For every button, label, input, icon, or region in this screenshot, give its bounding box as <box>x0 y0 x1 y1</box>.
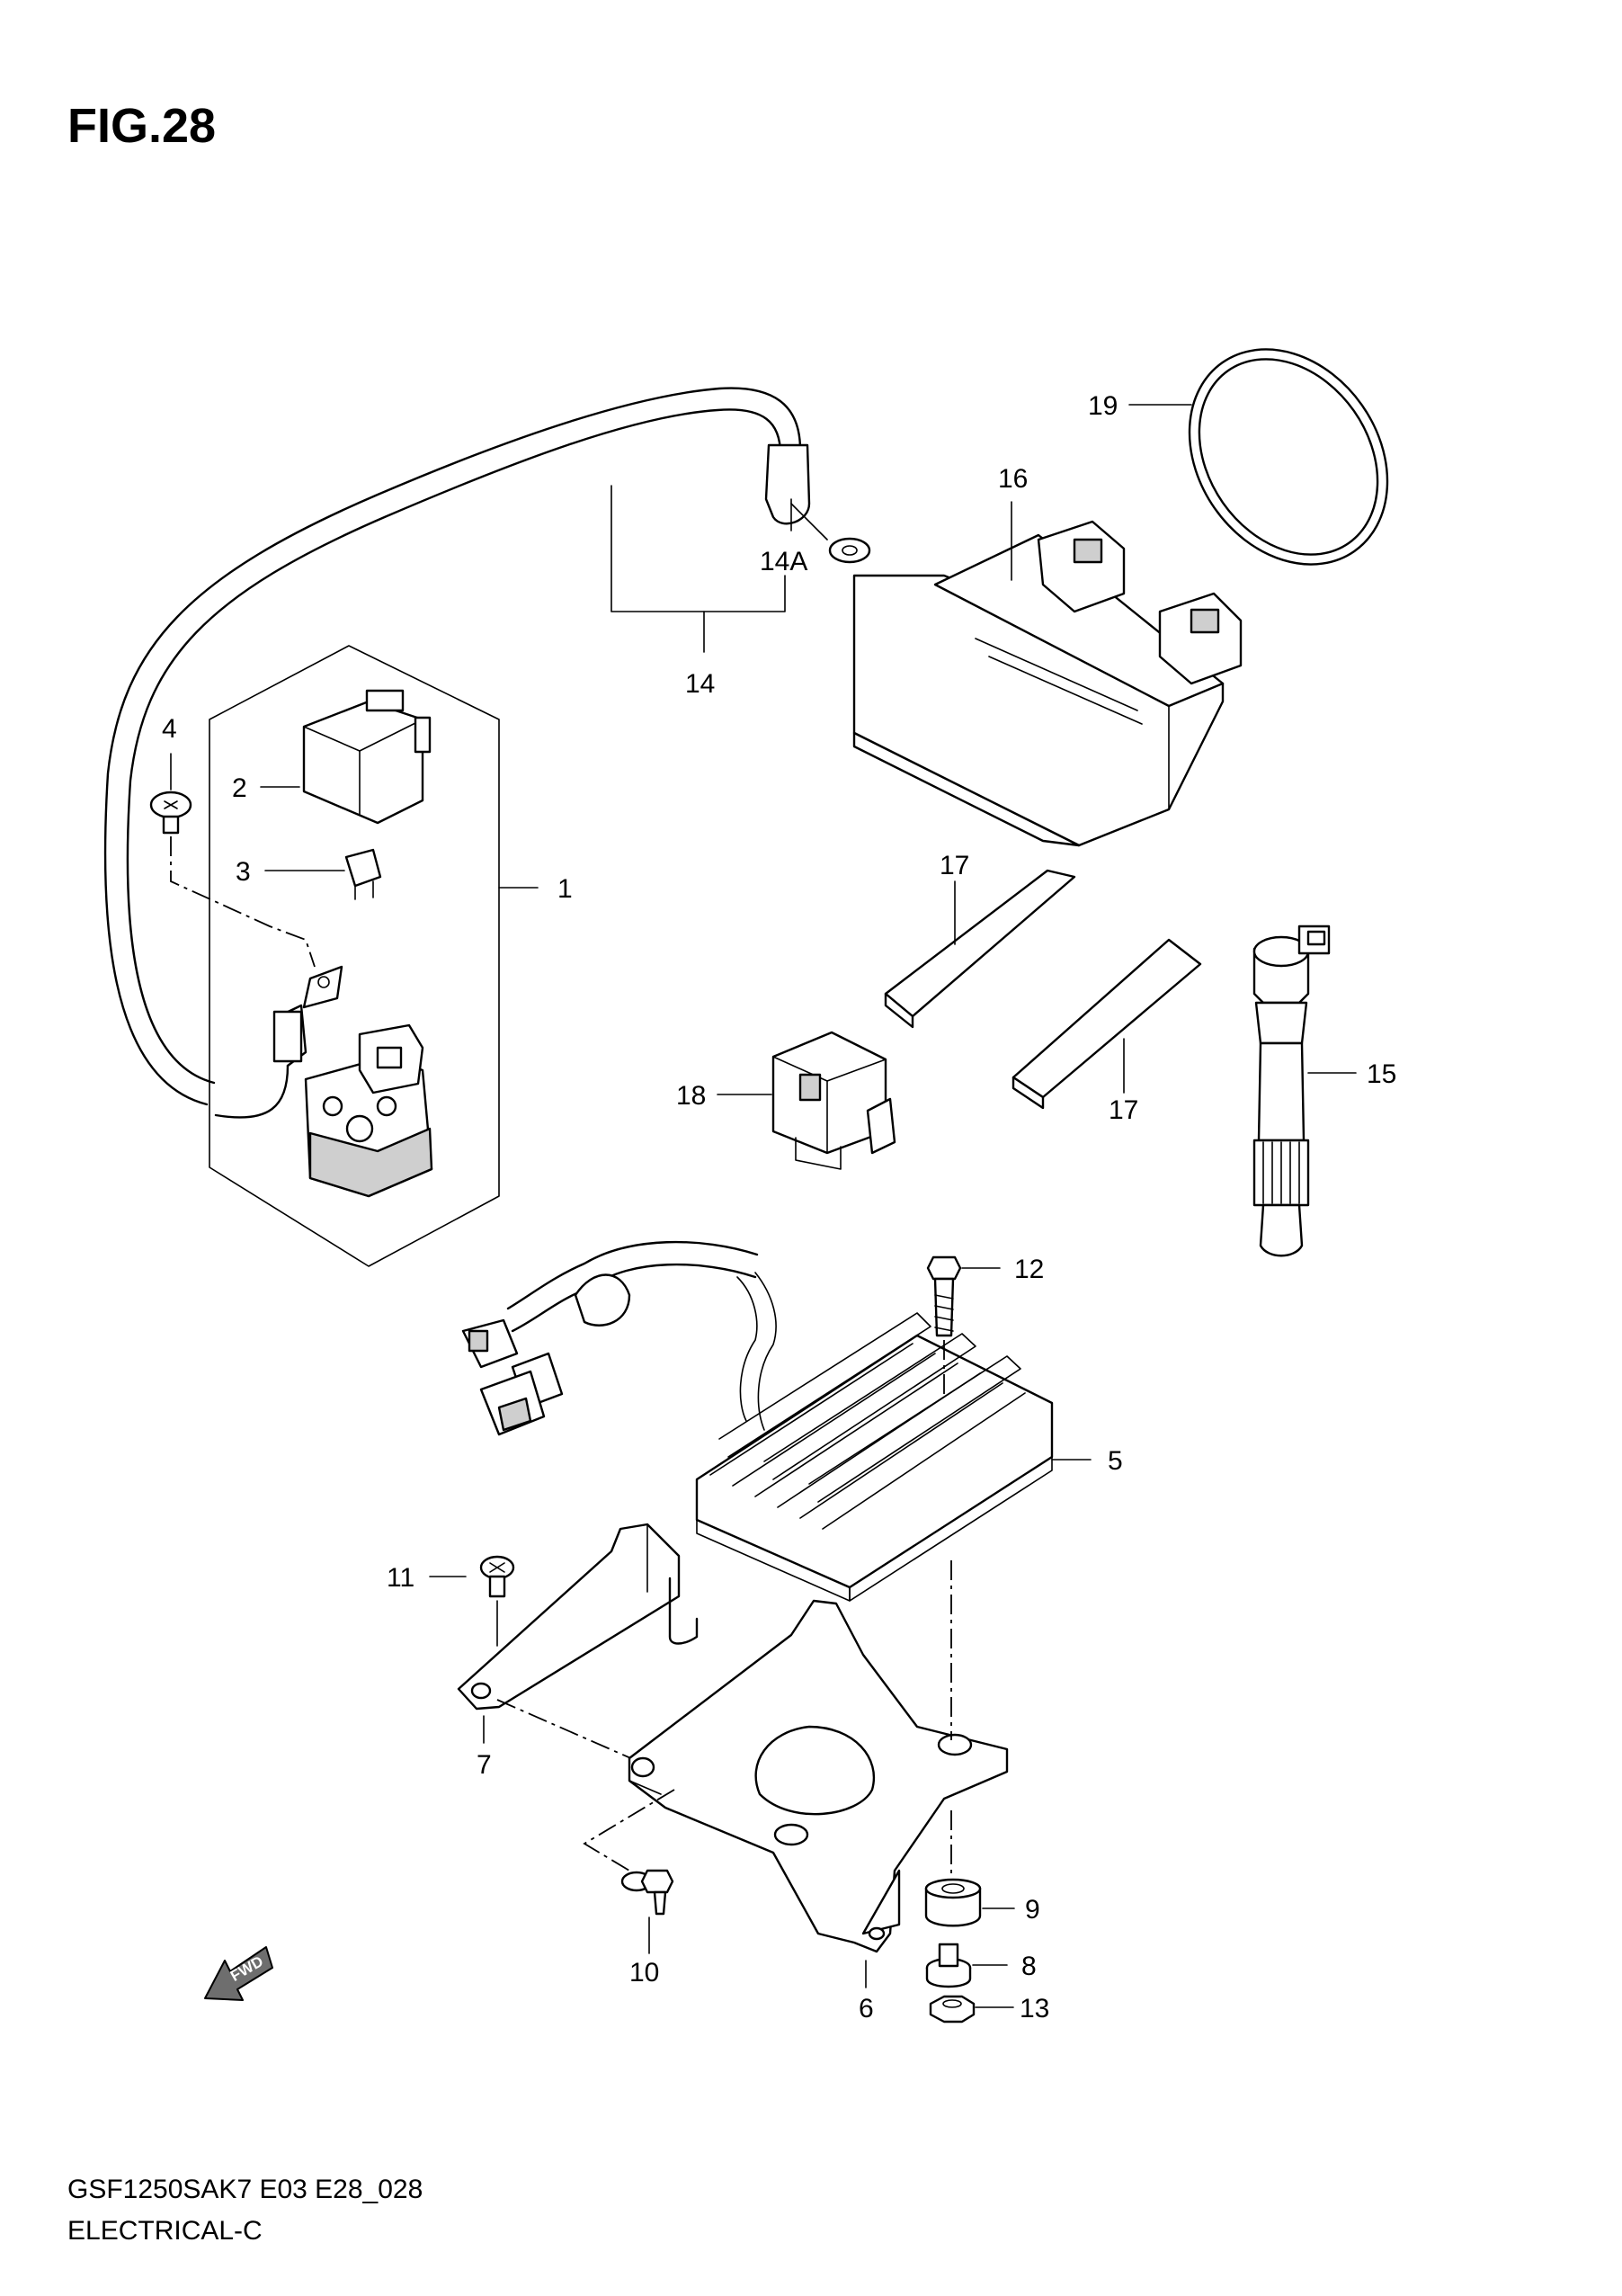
grommet-part-9 <box>924 1878 982 1927</box>
figure-title: FIG.28 <box>67 99 216 153</box>
callout-7: 7 <box>477 1750 492 1780</box>
fwd-arrow-icon: FWD <box>204 1946 273 2001</box>
callout-16: 16 <box>998 464 1028 494</box>
callout-13: 13 <box>1020 1994 1049 2024</box>
callout-9: 9 <box>1025 1895 1040 1925</box>
ignition-coil-part <box>1252 925 1331 1257</box>
callout-2: 2 <box>232 773 247 803</box>
callout-17-lower: 17 <box>1109 1095 1138 1125</box>
callout-6: 6 <box>859 1994 874 2024</box>
callout-3: 3 <box>236 857 251 887</box>
pad-part-lower <box>1012 938 1202 1110</box>
starter-relay-part <box>214 965 433 1198</box>
battery-cable-part <box>103 387 871 1106</box>
callout-14: 14 <box>685 669 715 699</box>
ecm-part <box>852 520 1243 847</box>
pad-part-upper <box>884 869 1076 1029</box>
o-ring-part <box>1188 348 1389 566</box>
callout-19: 19 <box>1088 391 1118 421</box>
screw-part <box>149 791 192 835</box>
bolt-part-10 <box>620 1869 674 1916</box>
callout-8: 8 <box>1021 1952 1037 1981</box>
nut-part-13 <box>929 1995 976 2024</box>
bracket-part-7 <box>457 1523 699 1711</box>
screw-part-11 <box>479 1555 515 1598</box>
relay-cover-part <box>302 689 432 825</box>
callout-14a: 14A <box>760 547 807 576</box>
callout-5: 5 <box>1108 1446 1123 1476</box>
callout-10: 10 <box>629 1958 659 1988</box>
callout-11: 11 <box>387 1563 414 1593</box>
callout-1: 1 <box>557 874 573 904</box>
section-name: ELECTRICAL-C <box>67 2216 263 2246</box>
plate-part-6 <box>628 1599 1009 1953</box>
collar-part-8 <box>925 1943 972 1988</box>
model-code: GSF1250SAK7 E03 E28_028 <box>67 2175 423 2204</box>
callout-15: 15 <box>1367 1059 1396 1089</box>
regulator-part <box>461 1240 1054 1602</box>
callout-17-upper: 17 <box>940 851 969 880</box>
bolt-part-12 <box>926 1255 962 1337</box>
fuse-part <box>344 848 382 900</box>
connector-part <box>771 1031 896 1170</box>
callout-12: 12 <box>1014 1255 1044 1284</box>
callout-18: 18 <box>676 1081 706 1111</box>
callout-4: 4 <box>162 714 177 744</box>
starter-relay-set-box <box>209 645 500 1267</box>
